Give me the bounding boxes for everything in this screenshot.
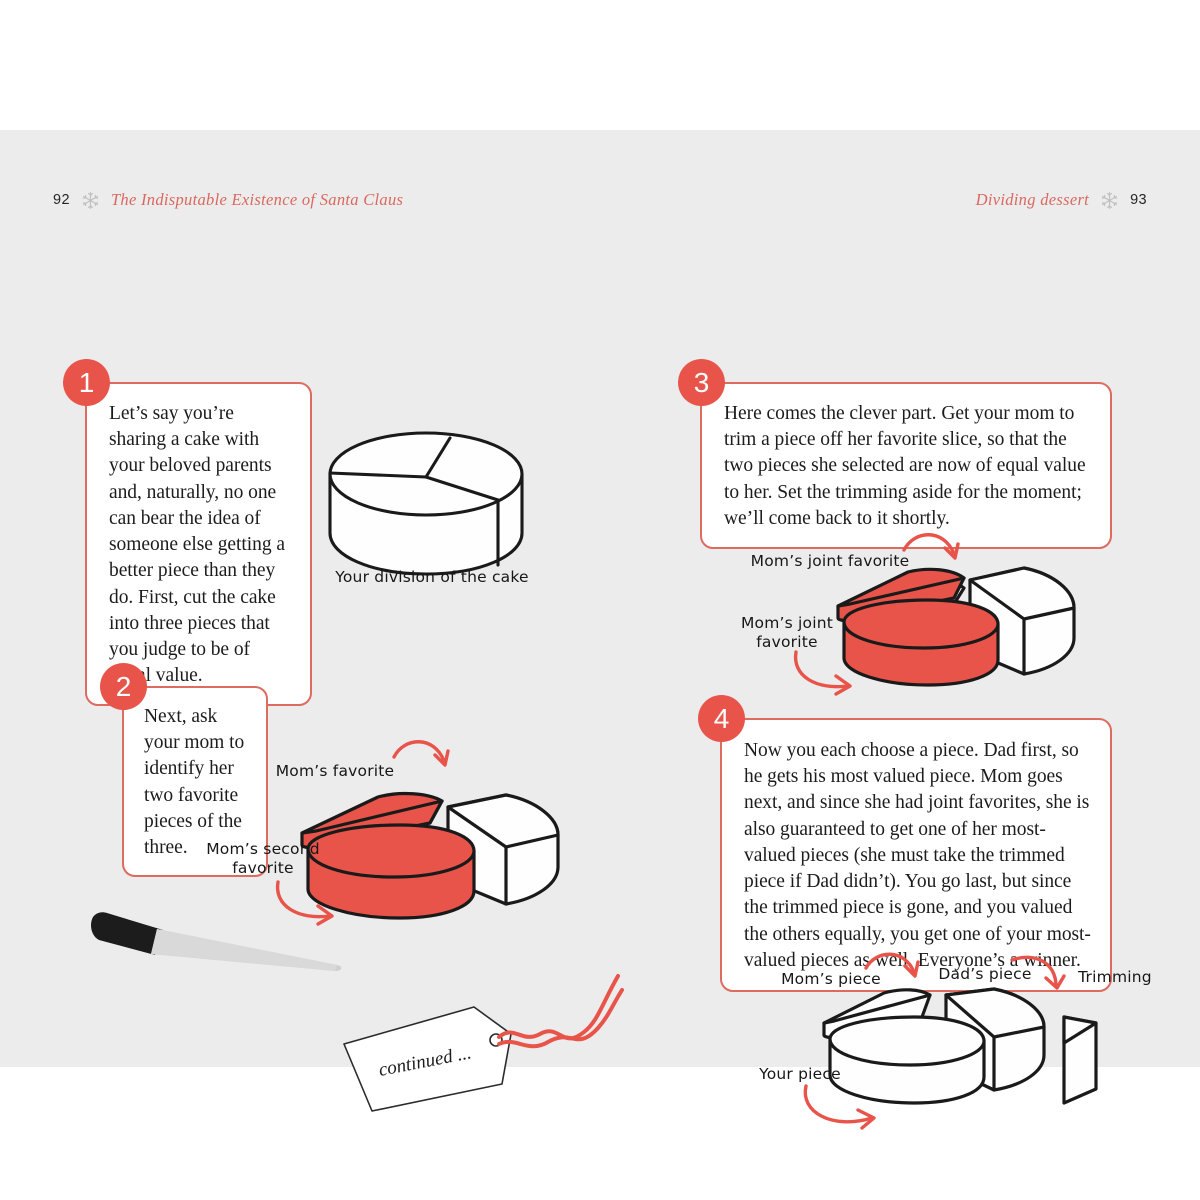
snowflake-icon bbox=[1100, 191, 1119, 210]
label-moms-second-favorite: Mom’s second favorite bbox=[206, 840, 320, 877]
continued-tag: continued ... bbox=[336, 966, 626, 1116]
label-moms-joint-favorite-top: Mom’s joint favorite bbox=[750, 552, 910, 570]
step-1-number: 1 bbox=[63, 359, 110, 406]
label-dads-piece: Dad’s piece bbox=[938, 965, 1032, 983]
running-head-right: Dividing dessert 93 bbox=[976, 190, 1147, 210]
book-title: The Indisputable Existence of Santa Clau… bbox=[110, 190, 404, 209]
running-head-left: 92 The Indisputable Existence of Santa C… bbox=[53, 190, 403, 210]
step-4-number: 4 bbox=[698, 695, 745, 742]
step-2: 2 Next, ask your mom to identify her two… bbox=[100, 663, 268, 878]
chapter-title: Dividing dessert bbox=[975, 190, 1090, 209]
step-2-text: Next, ask your mom to identify her two f… bbox=[122, 686, 268, 878]
figure-cake-final-pieces bbox=[818, 985, 1108, 1115]
snowflake-icon bbox=[81, 191, 100, 210]
step-2-number: 2 bbox=[100, 663, 147, 710]
knife-illustration bbox=[85, 892, 355, 972]
figure-cake-trimmed bbox=[828, 562, 1078, 687]
arrow-to-joint-favorite-left bbox=[790, 648, 870, 698]
page-number-right: 93 bbox=[1130, 192, 1147, 208]
label-moms-joint-favorite-left: Mom’s joint favorite bbox=[740, 614, 834, 651]
arrow-to-dads-piece bbox=[1010, 952, 1072, 1000]
label-moms-favorite: Mom’s favorite bbox=[275, 762, 395, 780]
arrow-to-moms-second-favorite bbox=[272, 878, 352, 928]
step-1: 1 Let’s say you’re sharing a cake with y… bbox=[63, 359, 312, 707]
book-page-spread: 92 The Indisputable Existence of Santa C… bbox=[0, 130, 1200, 1130]
arrow-to-moms-favorite bbox=[390, 735, 460, 780]
step-3: 3 Here comes the clever part. Get your m… bbox=[678, 359, 1112, 550]
arrow-to-joint-favorite-top bbox=[900, 528, 970, 573]
label-trimming: Trimming bbox=[1078, 968, 1152, 986]
step-4: 4 Now you each choose a piece. Dad first… bbox=[698, 695, 1112, 992]
step-4-text: Now you each choose a piece. Dad first, … bbox=[720, 718, 1112, 992]
figure-1-caption: Your division of the cake bbox=[335, 568, 529, 586]
label-your-piece: Your piece bbox=[759, 1065, 841, 1083]
label-moms-piece: Mom’s piece bbox=[781, 970, 881, 988]
step-3-text: Here comes the clever part. Get your mom… bbox=[700, 382, 1112, 550]
page-number-left: 92 bbox=[53, 192, 70, 208]
step-3-number: 3 bbox=[678, 359, 725, 406]
figure-cake-two-favorites bbox=[290, 785, 570, 920]
arrow-to-your-piece bbox=[800, 1082, 892, 1134]
step-1-text: Let’s say you’re sharing a cake with you… bbox=[85, 382, 312, 707]
arrow-to-moms-piece bbox=[862, 948, 932, 990]
figure-cake-divided bbox=[322, 426, 542, 591]
